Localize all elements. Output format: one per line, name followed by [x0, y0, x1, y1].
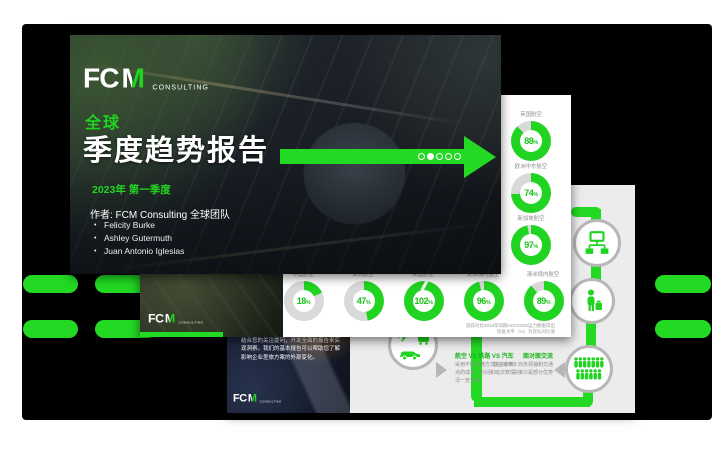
transport-section-body: 采用不同交通方式从A点到B点的成本、时间和班次数情况一览无余 [455, 362, 517, 384]
svg-text:FC: FC [233, 393, 247, 405]
donut-ring: 74% [511, 173, 551, 213]
donut-label: 欧洲中东航空 [514, 164, 548, 170]
svg-text:M: M [121, 62, 144, 93]
donut-label: 美国航空 [412, 272, 435, 278]
connector-pipe [591, 209, 601, 223]
donut-ring: 102% [403, 281, 444, 321]
donut-label: 亚洲航空 [352, 272, 375, 278]
transport-pointer [436, 362, 447, 378]
green-accent-bar [140, 332, 223, 337]
donut-chart: 澳洲境内航空 89% [522, 271, 565, 321]
progress-dot [427, 152, 434, 160]
progress-dot [445, 152, 452, 160]
svg-text:FC: FC [148, 312, 164, 326]
fcm-logo: FC M CONSULTING [83, 62, 209, 93]
donut-label: 英国航空 [520, 112, 542, 118]
crowd-icon [574, 357, 604, 380]
connector-pipe [471, 330, 482, 402]
donut-column: 英国航空 88% 欧洲中东航空 74% 新加坡航空 97% [508, 111, 554, 265]
svg-text:FC: FC [83, 62, 119, 93]
donut-value: 47% [356, 296, 371, 306]
svg-text:CONSULTING: CONSULTING [152, 84, 209, 91]
donut-ring: 89% [523, 281, 564, 321]
svg-text:CONSULTING: CONSULTING [179, 320, 204, 324]
connector-pipe [583, 387, 593, 407]
green-dash [655, 275, 711, 293]
donut-row: 中国航空 18% 亚洲航空 47% 美国航空 102% 美洲境内航空 96% 澳洲境内航空 89% [282, 271, 565, 321]
donut-value: 102% [414, 296, 433, 306]
authors-list: Felicity Burke Ashley Gutermuth Juan Ant… [94, 220, 184, 258]
meeting-section: 面对面交流 建立协作、商务领袖和交通决策只是部分优势 [489, 351, 553, 378]
chart-footnote: 追踪对比2019年同期ADC/GDS运力数据得出 恢复水平（%）为近似对比值 [430, 323, 555, 336]
author-item: Felicity Burke [94, 220, 184, 231]
donut-chart: 欧洲中东航空 74% [508, 163, 554, 213]
org-chart-icon [585, 231, 609, 254]
car-icon [400, 351, 420, 361]
donut-chart: 英国航空 88% [508, 111, 554, 161]
author-item: Juan Antonio Iglesias [94, 246, 184, 257]
donut-value: 74% [524, 188, 538, 198]
donut-chart: 美国航空 102% [402, 271, 445, 321]
crowd-badge [565, 345, 613, 393]
title-slide: FC M CONSULTING 全球 季度趋势报告 2023年 第一季度 作者:… [70, 35, 501, 274]
org-chart-badge [573, 219, 621, 267]
donut-label: 新加坡航空 [517, 216, 545, 222]
donut-chart: 美洲境内航空 96% [462, 271, 505, 321]
donut-value: 88% [524, 136, 538, 146]
donut-value: 18% [296, 296, 311, 306]
connector-pipe [586, 322, 596, 348]
svg-text:M: M [165, 312, 175, 326]
transport-section-title: 航空 VS 铁路 VS 汽车 [455, 354, 514, 360]
donut-label: 澳洲境内航空 [527, 272, 560, 278]
photo-caption: 结合您的关注提问，开发全面的报告来实现洞察。我们的基本报告可以帮助您了解影响企业… [241, 338, 341, 361]
donut-value: 97% [524, 240, 538, 250]
svg-text:CONSULTING: CONSULTING [260, 399, 282, 403]
donut-chart: 新加坡航空 97% [508, 215, 554, 265]
green-dash [23, 320, 78, 338]
connector-pipe [571, 207, 601, 217]
donut-ring: 97% [511, 225, 551, 265]
connector-pipe [591, 265, 601, 281]
footnote-line: 追踪对比2019年同期ADC/GDS运力数据得出 [465, 323, 555, 328]
transport-section: 航空 VS 铁路 VS 汽车 采用不同交通方式从A点到B点的成本、时间和班次数情… [455, 351, 517, 385]
donut-ring: 47% [343, 281, 384, 321]
green-dash [655, 320, 711, 338]
progress-dot [418, 152, 425, 160]
page-title: 季度趋势报告 [83, 135, 270, 167]
authors-heading: 作者: FCM Consulting 全球团队 [90, 210, 231, 221]
donut-ring: 18% [283, 281, 324, 321]
donut-value: 89% [536, 296, 551, 306]
donut-chart: 中国航空 18% [282, 271, 325, 321]
connector-pipe [474, 397, 590, 407]
green-dash [23, 275, 78, 293]
fcm-logo-small: FC M CONSULTING [233, 393, 282, 405]
progress-dot [454, 152, 461, 160]
donut-ring: 88% [511, 121, 551, 161]
footnote-line: 恢复水平（%）为近似对比值 [496, 329, 555, 335]
donut-label: 美洲境内航空 [467, 272, 500, 278]
traveller-badge [569, 278, 615, 324]
meeting-section-body: 建立协作、商务领袖和交通决策只是部分优势 [492, 362, 553, 376]
crowd-pointer [554, 362, 565, 378]
report-period: 2023年 第一季度 [92, 184, 171, 196]
fcm-logo-small: FC M CONSULTING [148, 312, 204, 326]
title-kicker: 全球 [85, 115, 122, 132]
progress-dot [436, 152, 443, 160]
donut-value: 96% [476, 296, 491, 306]
author-item: Ashley Gutermuth [94, 233, 184, 244]
donut-ring: 96% [463, 281, 504, 321]
business-traveller-icon [587, 289, 602, 311]
svg-text:M: M [248, 393, 257, 405]
progress-arrow-head [464, 136, 496, 178]
progress-dots [418, 152, 461, 160]
donut-chart: 亚洲航空 47% [342, 271, 385, 321]
meeting-section-title: 面对面交流 [522, 354, 553, 360]
donut-label: 中国航空 [292, 272, 315, 278]
